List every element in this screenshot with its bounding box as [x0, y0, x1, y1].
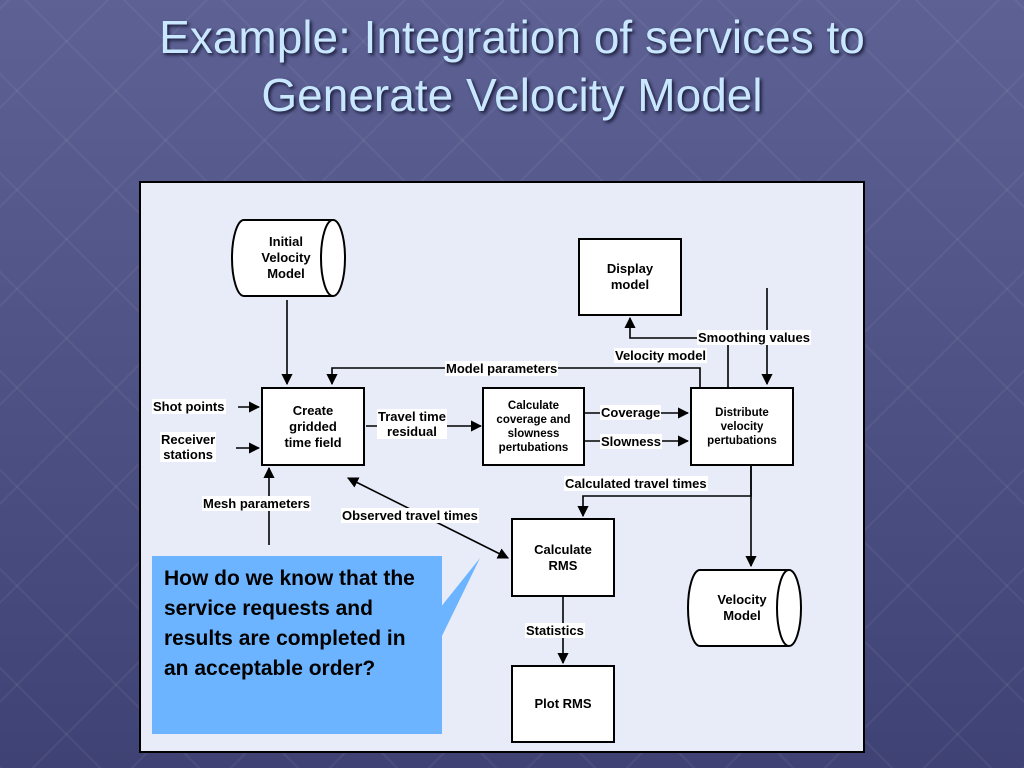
label-calculated-travel-times: Calculated travel times	[564, 476, 708, 491]
label-mesh-parameters: Mesh parameters	[202, 496, 311, 511]
question-callout: How do we know that the service requests…	[152, 556, 442, 734]
arrow-velocity-model-to-display	[624, 316, 729, 388]
velocity-model-output-node[interactable]: Velocity Model	[696, 572, 788, 644]
label-observed-travel-times: Observed travel times	[341, 508, 479, 523]
label-travel-time-line-1: Travel time	[378, 409, 446, 424]
label-model-parameters: Model parameters	[445, 361, 559, 376]
label-travel-time-residual: Travel time residual	[377, 409, 447, 439]
slide-title: Example: Integration of services to Gene…	[0, 8, 1024, 124]
initial-velocity-model-node[interactable]: Initial Velocity Model	[240, 222, 332, 294]
slide-title-line-2: Generate Velocity Model	[261, 69, 763, 121]
calculate-coverage-box[interactable]: Calculate coverage and slowness pertubat…	[482, 387, 585, 466]
label-shot-points: Shot points	[152, 399, 226, 414]
display-model-box[interactable]: Display model	[578, 238, 682, 316]
label-statistics: Statistics	[525, 623, 585, 638]
calculate-rms-line-1: Calculate	[534, 541, 592, 557]
label-slowness: Slowness	[600, 434, 662, 449]
display-model-line-2: model	[610, 277, 650, 292]
calculate-coverage-line-3: slowness	[507, 427, 560, 440]
label-smoothing-values: Smoothing values	[697, 330, 811, 345]
callout-pointer	[440, 558, 480, 640]
velocity-model-output-line-1: Velocity	[717, 592, 767, 607]
distribute-velocity-line-3: pertubations	[707, 434, 777, 447]
display-model-line-1: Display	[606, 261, 654, 276]
distribute-velocity-line-1: Distribute	[715, 406, 769, 419]
create-gridded-line-3: time field	[284, 434, 342, 450]
create-gridded-time-field-box[interactable]: Create gridded time field	[261, 387, 365, 466]
plot-rms-label: Plot RMS	[534, 696, 592, 711]
label-velocity-model: Velocity model	[614, 348, 708, 363]
create-gridded-line-2: gridded	[289, 418, 337, 434]
calculate-rms-box[interactable]: Calculate RMS	[511, 518, 615, 597]
callout-text: How do we know that the service requests…	[164, 567, 415, 680]
initial-velocity-model-line-1: Initial	[269, 234, 303, 249]
create-gridded-line-1: Create	[292, 402, 334, 418]
slide-title-line-1: Example: Integration of services to	[159, 11, 865, 63]
arrow-calculated-travel-times	[577, 466, 752, 518]
initial-velocity-model-line-3: Model	[267, 266, 305, 281]
distribute-velocity-line-2: velocity	[720, 420, 764, 433]
distribute-velocity-box[interactable]: Distribute velocity pertubations	[690, 387, 794, 466]
label-coverage: Coverage	[600, 405, 662, 420]
label-receiver-line-2: stations	[163, 447, 214, 462]
calculate-coverage-line-1: Calculate	[507, 399, 560, 412]
calculate-coverage-line-2: coverage and	[496, 413, 571, 426]
calculate-rms-line-2: RMS	[548, 557, 578, 573]
calculate-coverage-line-4: pertubations	[498, 441, 569, 454]
label-receiver-stations: Receiver stations	[160, 432, 217, 462]
label-receiver-line-1: Receiver	[161, 432, 216, 447]
plot-rms-box[interactable]: Plot RMS	[511, 665, 615, 743]
velocity-model-output-line-2: Model	[723, 608, 761, 623]
initial-velocity-model-line-2: Velocity	[261, 250, 311, 265]
label-travel-time-line-2: residual	[387, 424, 437, 439]
